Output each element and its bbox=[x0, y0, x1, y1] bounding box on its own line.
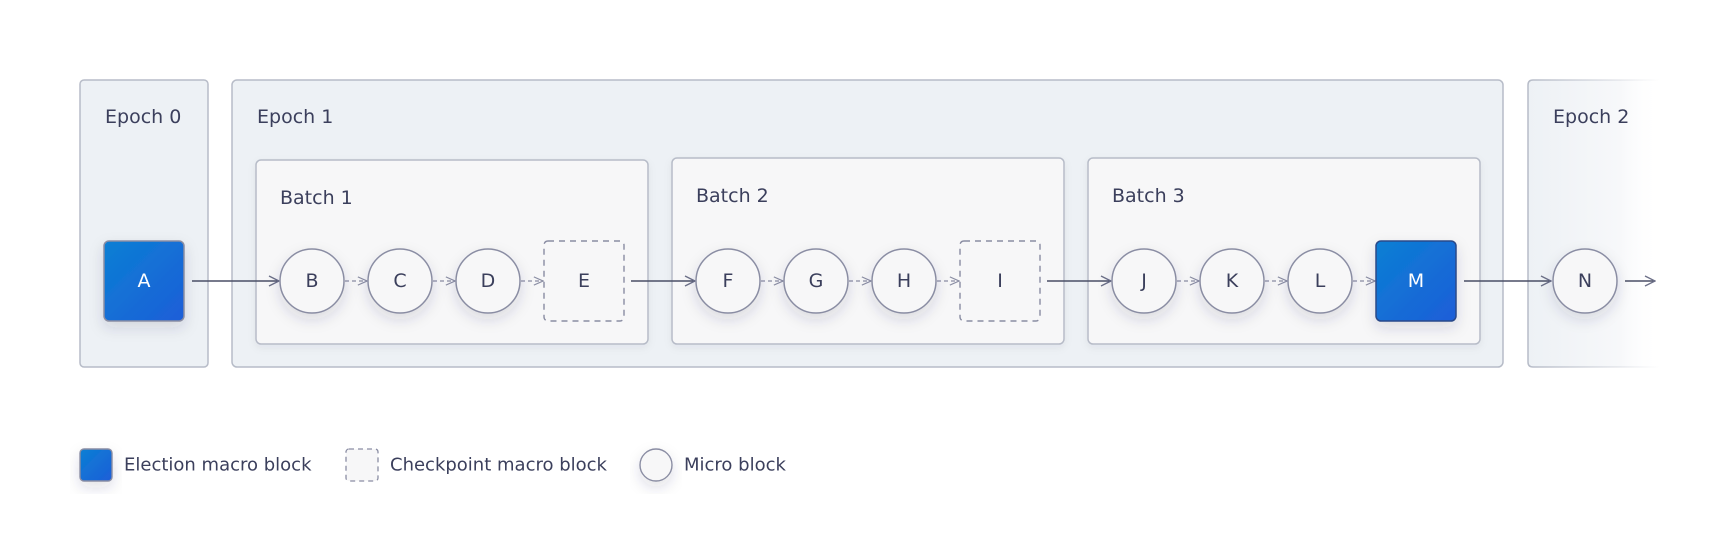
block-n: N bbox=[1552, 248, 1618, 314]
legend-label: Checkpoint macro block bbox=[390, 455, 608, 476]
legend-item-election: Election macro block bbox=[79, 448, 312, 482]
block-label: G bbox=[809, 270, 824, 292]
epoch-label: Epoch 0 bbox=[105, 106, 181, 128]
epoch-2: Epoch 2 bbox=[1527, 79, 1660, 368]
epoch-label: Epoch 2 bbox=[1553, 106, 1629, 128]
block-e: E bbox=[543, 240, 625, 322]
batch-label: Batch 2 bbox=[696, 185, 769, 207]
block-b: B bbox=[279, 248, 345, 314]
block-l: L bbox=[1287, 248, 1353, 314]
legend-item-checkpoint: Checkpoint macro block bbox=[345, 448, 608, 482]
block-label: A bbox=[138, 270, 151, 292]
block-a: A bbox=[103, 240, 185, 322]
block-label: K bbox=[1226, 270, 1239, 292]
block-j: J bbox=[1111, 248, 1177, 314]
legend-item-micro: Micro block bbox=[639, 448, 787, 482]
block-h: H bbox=[871, 248, 937, 314]
block-label: J bbox=[1140, 270, 1147, 292]
block-m: M bbox=[1375, 240, 1457, 322]
block-label: B bbox=[305, 270, 318, 292]
election-swatch-icon bbox=[79, 448, 113, 482]
batch-label: Batch 1 bbox=[280, 187, 353, 209]
checkpoint-swatch-icon bbox=[345, 448, 379, 482]
block-g: G bbox=[783, 248, 849, 314]
block-k: K bbox=[1199, 248, 1265, 314]
legend: Election macro block Checkpoint macro bl… bbox=[79, 448, 787, 482]
batch-label: Batch 3 bbox=[1112, 185, 1185, 207]
block-label: N bbox=[1578, 270, 1592, 292]
block-f: F bbox=[695, 248, 761, 314]
block-i: I bbox=[959, 240, 1041, 322]
epoch-label: Epoch 1 bbox=[257, 106, 333, 128]
block-label: C bbox=[393, 270, 406, 292]
block-label: M bbox=[1408, 270, 1424, 292]
block-d: D bbox=[455, 248, 521, 314]
block-label: L bbox=[1315, 270, 1326, 292]
block-label: D bbox=[481, 270, 496, 292]
block-label: F bbox=[723, 270, 734, 292]
epoch-0: Epoch 0 bbox=[79, 79, 209, 368]
legend-label: Election macro block bbox=[124, 455, 312, 476]
block-c: C bbox=[367, 248, 433, 314]
legend-label: Micro block bbox=[684, 455, 787, 476]
block-label: I bbox=[997, 270, 1003, 292]
block-label: E bbox=[578, 270, 590, 292]
micro-swatch-icon bbox=[639, 448, 673, 482]
block-label: H bbox=[897, 270, 911, 292]
